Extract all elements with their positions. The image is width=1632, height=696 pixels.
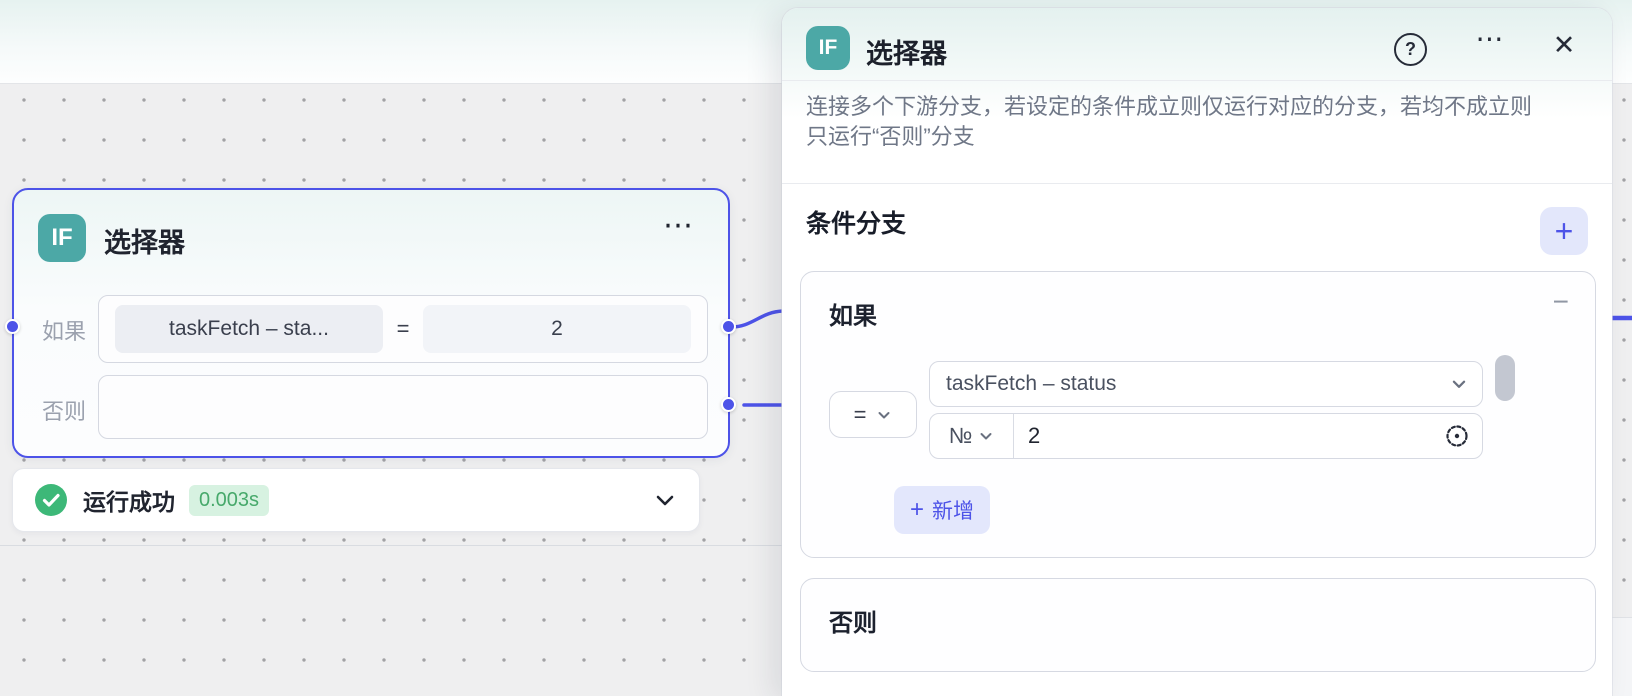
condition-field-select[interactable]: taskFetch – status (929, 361, 1483, 407)
add-condition-button[interactable]: + 新增 (894, 486, 990, 534)
canvas-horizontal-divider (0, 545, 782, 546)
else-output-port[interactable] (721, 397, 736, 412)
close-icon[interactable]: ✕ (1552, 30, 1576, 60)
else-branch-card: 否则 (800, 578, 1596, 672)
node-condition-operator: = (396, 316, 410, 341)
operator-select[interactable]: = (829, 391, 917, 438)
node-if-label: 如果 (42, 319, 87, 344)
value-type-label: № (948, 423, 973, 448)
collapse-branch-icon[interactable]: − (1552, 286, 1569, 317)
node-title: 选择器 (104, 228, 185, 258)
condition-field-value: taskFetch – status (946, 372, 1117, 395)
if-node-icon-label: IF (51, 224, 73, 251)
if-card-title: 如果 (829, 303, 877, 330)
run-status-card[interactable]: 运行成功 0.003s (12, 468, 700, 532)
add-condition-label: 新增 (932, 500, 974, 523)
chevron-down-icon (980, 433, 992, 440)
config-panel: IF 选择器 ? ⋯ ✕ 连接多个下游分支，若设定的条件成立则仅运行对应的分支，… (782, 8, 1612, 696)
operator-value: = (853, 401, 867, 427)
chevron-down-icon[interactable] (653, 488, 677, 512)
add-branch-button[interactable]: + (1540, 207, 1588, 255)
else-card-title: 否则 (829, 610, 877, 637)
run-duration-badge: 0.003s (189, 484, 270, 516)
node-if-condition-box[interactable]: taskFetch – sta... = 2 (98, 295, 708, 363)
input-port[interactable] (5, 319, 20, 334)
node-else-condition-box[interactable] (98, 375, 708, 439)
panel-section-divider (782, 183, 1612, 184)
panel-title: 选择器 (866, 39, 947, 69)
panel-if-icon: IF (806, 26, 850, 70)
plus-icon: + (909, 496, 924, 523)
node-more-icon[interactable]: ⋯ (663, 209, 696, 242)
drag-handle[interactable] (1495, 355, 1515, 401)
panel-if-icon-label: IF (818, 36, 838, 59)
condition-branch-section-title: 条件分支 (806, 210, 907, 238)
condition-value-input[interactable]: 2 (1028, 423, 1041, 448)
if-branch-card: 如果 − = taskFetch – status № (800, 271, 1596, 558)
node-else-label: 否则 (42, 399, 87, 424)
timer-icon[interactable] (1444, 423, 1482, 449)
node-condition-left-pill[interactable]: taskFetch – sta... (115, 305, 383, 353)
panel-header-divider (782, 80, 1612, 81)
chevron-down-icon (878, 411, 890, 418)
run-status-label: 运行成功 (83, 489, 175, 515)
if-node-icon: IF (38, 214, 86, 262)
panel-more-icon[interactable]: ⋯ (1475, 23, 1507, 54)
help-icon[interactable]: ? (1394, 33, 1427, 66)
condition-value-row: № 2 (929, 413, 1483, 459)
panel-description: 连接多个下游分支，若设定的条件成立则仅运行对应的分支，若均不成立则只运行“否则”… (806, 94, 1533, 149)
selector-node[interactable]: IF 选择器 ⋯ 如果 taskFetch – sta... = 2 否则 (12, 188, 730, 458)
success-check-icon (35, 484, 67, 516)
node-condition-right-pill[interactable]: 2 (422, 305, 691, 353)
if-output-port[interactable] (721, 319, 736, 334)
chevron-down-icon (1452, 380, 1466, 388)
value-type-select[interactable]: № (930, 414, 1014, 458)
